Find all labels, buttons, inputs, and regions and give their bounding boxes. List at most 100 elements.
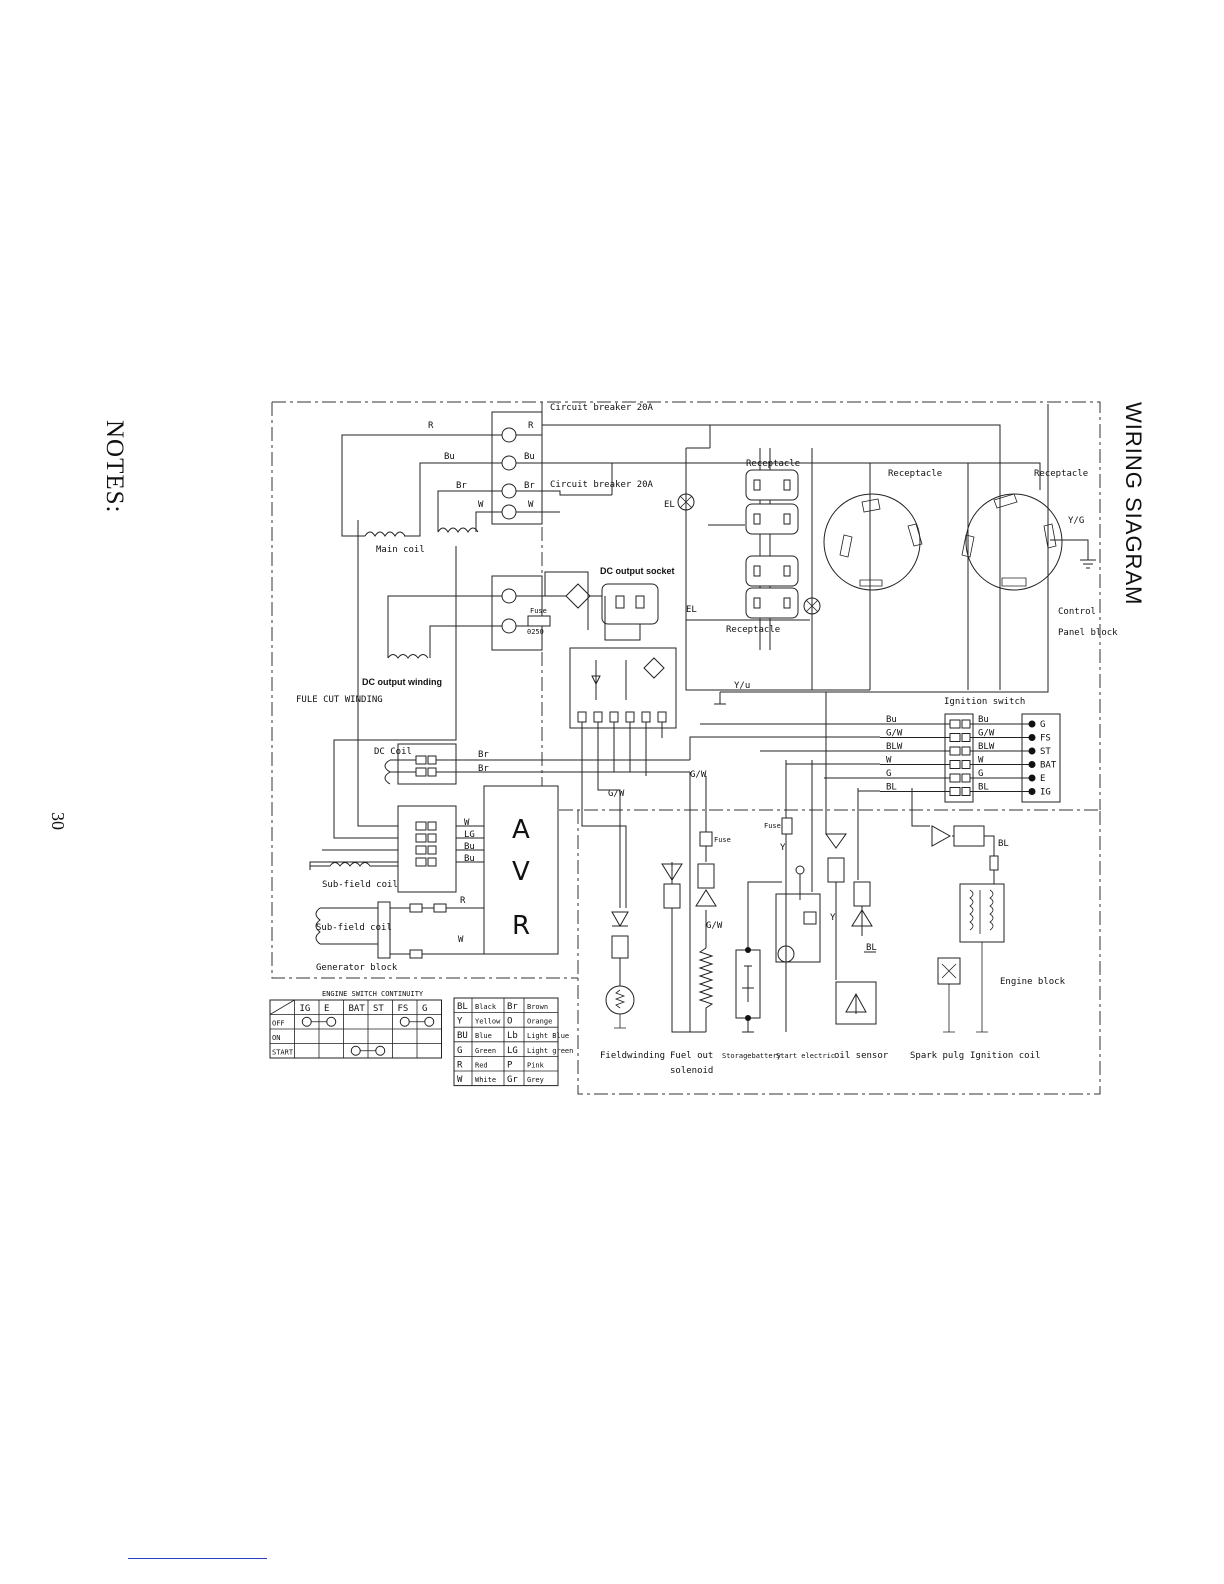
- fuel-cut-winding-label: FULE CUT WINDING: [296, 695, 383, 705]
- avr-feed-wiring: [309, 520, 484, 870]
- ignition-coil-label: Ignition coil: [970, 1051, 1040, 1061]
- battery-terminal-minus: [745, 1015, 751, 1021]
- control-panel-label-2: Panel block: [1058, 628, 1118, 638]
- twist-lock-1-slots: [839, 498, 923, 587]
- ignition-coil-windings: [969, 889, 994, 934]
- color-code: LG: [507, 1046, 518, 1056]
- ignition-terminal-label: BAT: [1040, 761, 1057, 771]
- start-electric-box: [775, 893, 821, 963]
- avr-plug-b-1: [427, 833, 437, 843]
- continuity-header: IG: [300, 1004, 311, 1014]
- bridge-rectifier: [545, 583, 605, 609]
- control-panel-label-1: Control: [1058, 607, 1096, 617]
- ignition-plug-b-2: [961, 746, 971, 756]
- ignition-terminal-label: ST: [1040, 747, 1051, 757]
- wire-bu-label-2: Bu: [524, 452, 535, 462]
- avr-plug-a-1: [415, 833, 427, 843]
- field-winding-label: Fieldwinding: [600, 1051, 665, 1061]
- dc-coil-plug-a-1: [415, 767, 427, 777]
- avr-plug-b-0: [427, 821, 437, 831]
- ignition-plug-a-4: [949, 773, 961, 783]
- fuse-label-dc: Fuse: [530, 607, 547, 615]
- continuity-header: E: [324, 1004, 329, 1014]
- ignition-bl-wiring: [857, 788, 876, 953]
- dc-output-socket-label: DC output socket: [600, 566, 675, 576]
- ignition-plug-b-4: [961, 773, 971, 783]
- circuit-breaker-label-2: Circuit breaker 20A: [550, 480, 654, 490]
- ignition-right-label: BLW: [978, 742, 995, 752]
- el-lamp-2: [803, 597, 821, 615]
- avr-letter-a: A: [512, 815, 530, 845]
- wire-bl-engine: BL: [866, 943, 877, 953]
- dc-output-winding-wiring: [387, 571, 589, 659]
- ignition-terminal-label: G: [1040, 720, 1045, 730]
- el-lamp-1: [677, 493, 695, 511]
- wire-br-label-2: Br: [524, 481, 535, 491]
- field-winding-coil-zigzag: [614, 989, 626, 1029]
- field-winding-connector: [611, 935, 629, 959]
- wire-y-start: Y: [780, 843, 786, 853]
- ignition-terminal-label: FS: [1040, 734, 1051, 744]
- dc-coil-wire-br-2: Br: [478, 764, 489, 774]
- ignition-switch-body: [1021, 713, 1061, 803]
- receptacle-label-4: Receptacle: [1034, 469, 1088, 479]
- engine-block-label: Engine block: [1000, 977, 1066, 987]
- sub-field-plug-3: [409, 949, 423, 959]
- fuse-label-start: Fuse: [764, 822, 781, 830]
- fuse-start: [781, 817, 793, 835]
- ignition-plug-b-3: [961, 760, 971, 769]
- el-label-2: EL: [686, 605, 697, 615]
- yu-ground-line: [714, 404, 1049, 705]
- ignition-right-label: W: [978, 756, 984, 766]
- sub-field-coil-1: [310, 862, 398, 867]
- rectifier-internals: [591, 657, 665, 700]
- dc-coil-plug-b-1: [427, 767, 437, 777]
- dc-output-winding-label: DC output winding: [362, 677, 442, 687]
- spark-plug-cap: [989, 855, 999, 871]
- fuel-out-diode-down: [661, 863, 683, 881]
- avr-wire-label: W: [464, 818, 470, 828]
- fuel-out-solenoid-wiring: [671, 776, 707, 1033]
- twist-lock-2-slots: [961, 493, 1057, 587]
- color-name: Light Blue: [527, 1032, 569, 1040]
- oil-sensor-symbol: [845, 992, 867, 1014]
- avr-plug-b-2: [427, 845, 437, 855]
- avr-connector: [397, 805, 457, 893]
- color-name: White: [475, 1076, 496, 1084]
- avr-wire-label: Bu: [464, 842, 475, 852]
- color-code: BL: [457, 1002, 468, 1012]
- fuel-out-connector-1: [663, 883, 681, 909]
- fuse-dc: [527, 615, 551, 627]
- color-name: Blue: [475, 1032, 492, 1040]
- receptacle-bus: [611, 425, 1041, 691]
- fuse-label-fuel: Fuse: [714, 836, 731, 844]
- storage-battery-cells: [742, 881, 782, 1033]
- ignition-terminal-dot-2: [1028, 747, 1036, 755]
- wire-br-label: Br: [456, 481, 467, 491]
- main-coil-windings: [364, 527, 479, 537]
- color-code: G: [457, 1046, 462, 1056]
- color-name: Pink: [527, 1061, 545, 1069]
- avr-letter-v: V: [512, 857, 530, 887]
- color-name: Grey: [527, 1076, 544, 1084]
- ignition-plug-a-0: [949, 719, 961, 729]
- oil-sensor-wiring: [825, 692, 847, 980]
- dc-terminal-box: [491, 575, 543, 651]
- wire-bu-label: Bu: [444, 452, 455, 462]
- continuity-header: FS: [398, 1004, 409, 1014]
- ignition-terminal-dot-3: [1028, 761, 1036, 768]
- avr-wire-label: Bu: [464, 854, 475, 864]
- fuel-out-diode-up: [695, 889, 717, 907]
- color-code: Y: [457, 1017, 463, 1027]
- color-name: Yellow: [475, 1018, 501, 1026]
- color-code: Gr: [507, 1075, 518, 1085]
- avr-plug-a-0: [415, 821, 427, 831]
- continuity-row-label: OFF: [272, 1020, 285, 1028]
- ignition-left-label: Bu: [886, 715, 897, 725]
- color-code: Lb: [507, 1031, 518, 1041]
- spark-wiring: [911, 788, 995, 884]
- ignition-terminal-dot-0: [1028, 720, 1036, 728]
